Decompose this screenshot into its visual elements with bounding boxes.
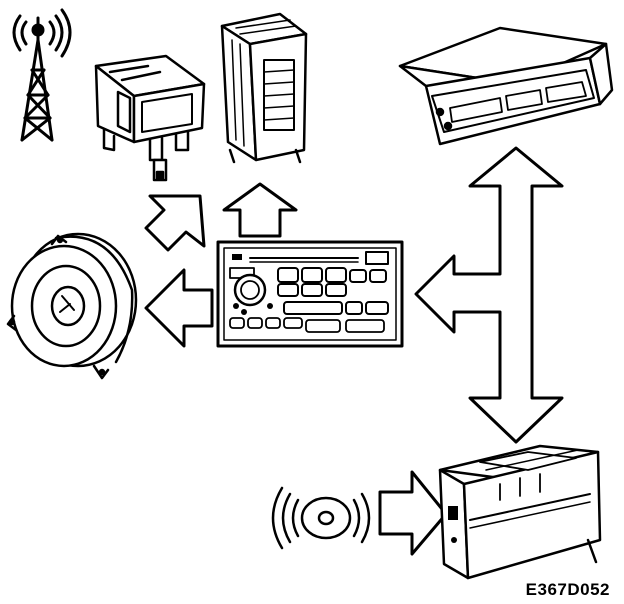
cd-disc-icon bbox=[271, 486, 371, 550]
antenna-tower-icon bbox=[12, 8, 72, 142]
antenna-amplifier-unit bbox=[94, 54, 206, 182]
signal-arrow-up bbox=[222, 182, 298, 238]
power-amplifier-unit bbox=[220, 12, 308, 164]
display-unit bbox=[398, 26, 614, 146]
cd-changer-unit bbox=[438, 444, 602, 580]
radio-head-unit bbox=[216, 240, 404, 348]
input-arrow-right bbox=[378, 470, 448, 556]
signal-arrow-left bbox=[144, 268, 214, 348]
bus-arrow-vertical bbox=[414, 146, 564, 444]
signal-arrow-diagonal bbox=[144, 194, 206, 252]
figure-reference-code: E367D052 bbox=[525, 580, 610, 599]
loudspeaker bbox=[6, 232, 138, 380]
